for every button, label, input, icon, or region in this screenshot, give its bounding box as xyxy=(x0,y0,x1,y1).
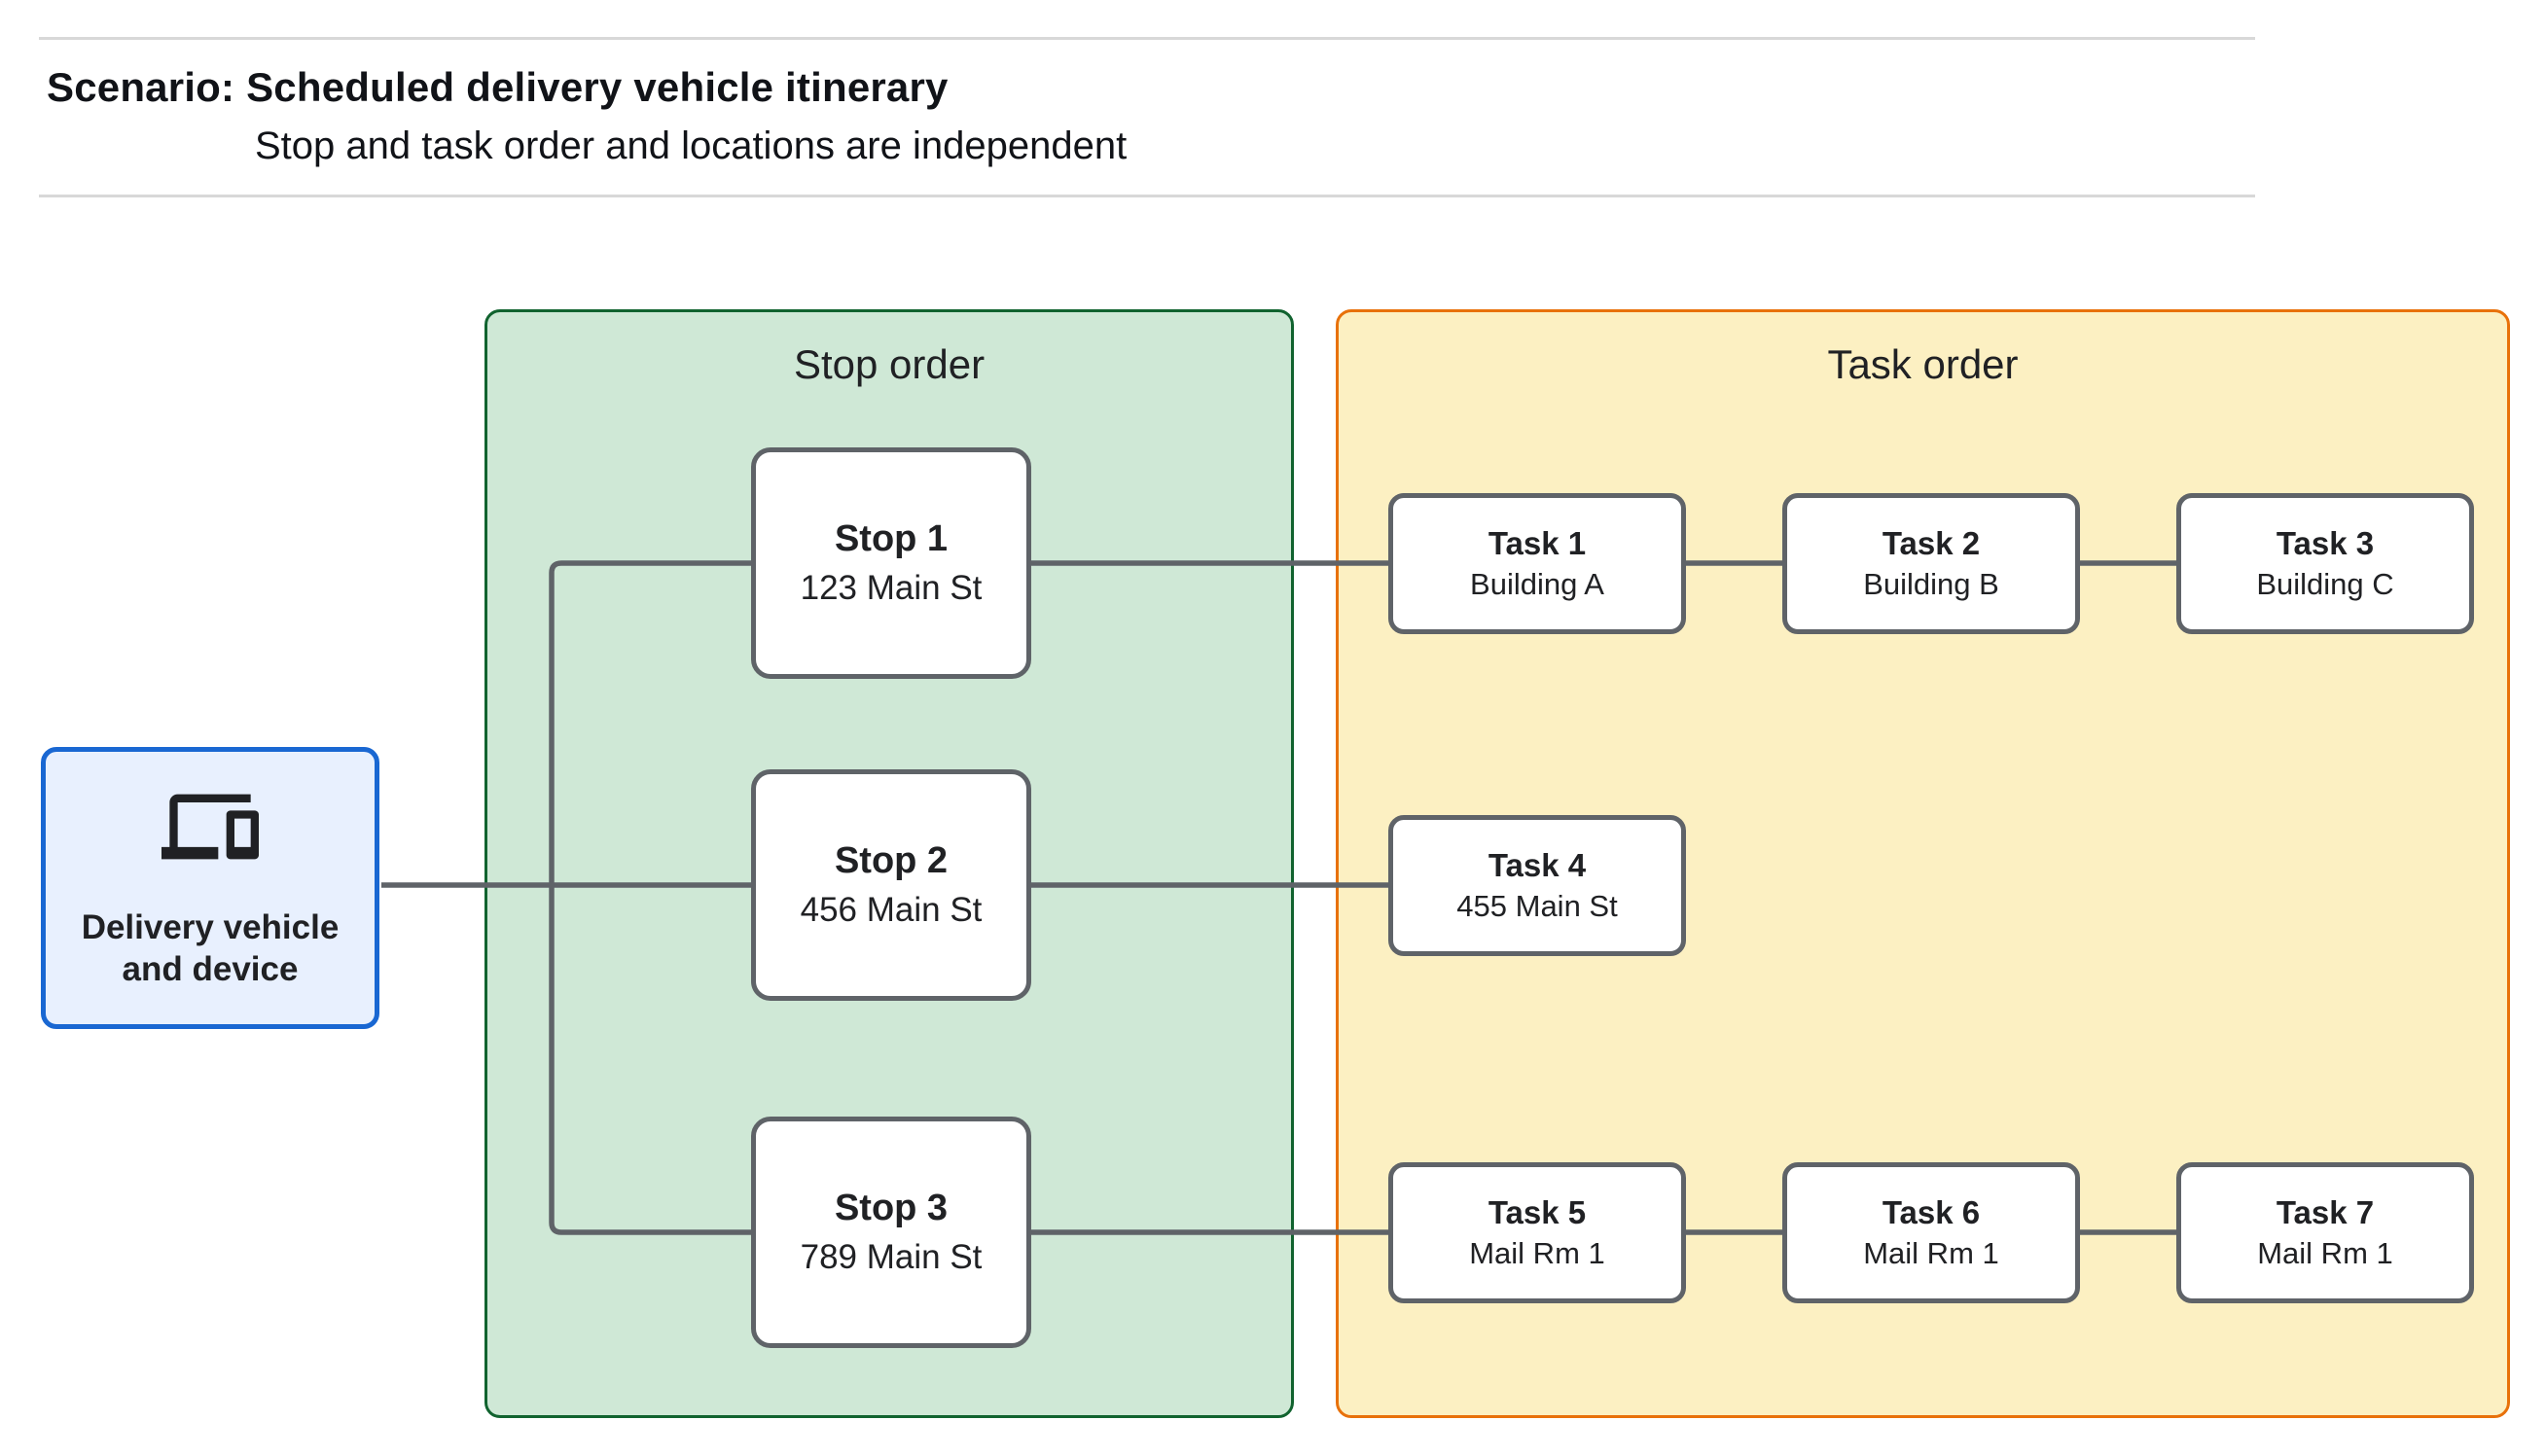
task-1-node: Task 1 Building A xyxy=(1388,493,1686,634)
devices-icon xyxy=(161,773,259,880)
stop-3-node: Stop 3 789 Main St xyxy=(751,1117,1031,1348)
delivery-vehicle-node: Delivery vehicle and device xyxy=(41,747,379,1029)
header-divider-bottom xyxy=(39,195,2255,197)
page-title: Scenario: Scheduled delivery vehicle iti… xyxy=(47,64,949,110)
delivery-vehicle-label: Delivery vehicle and device xyxy=(81,908,340,988)
task-5-node: Task 5 Mail Rm 1 xyxy=(1388,1162,1686,1303)
task-2-name: Task 2 xyxy=(1882,524,1981,561)
task-3-name: Task 3 xyxy=(2276,524,2375,561)
task-1-location: Building A xyxy=(1470,566,1604,601)
task-6-location: Mail Rm 1 xyxy=(1863,1235,1999,1270)
stop-2-location: 456 Main St xyxy=(800,891,983,929)
task-3-node: Task 3 Building C xyxy=(2176,493,2474,634)
task-2-location: Building B xyxy=(1863,566,1999,601)
stop-2-name: Stop 2 xyxy=(834,839,949,881)
stop-2-node: Stop 2 456 Main St xyxy=(751,769,1031,1001)
stop-1-name: Stop 1 xyxy=(834,517,949,559)
stop-1-location: 123 Main St xyxy=(800,569,983,607)
stop-3-location: 789 Main St xyxy=(800,1238,983,1276)
header-divider-top xyxy=(39,37,2255,40)
task-4-name: Task 4 xyxy=(1488,846,1587,883)
task-1-name: Task 1 xyxy=(1488,524,1587,561)
page-subtitle: Stop and task order and locations are in… xyxy=(255,124,1128,167)
task-4-node: Task 4 455 Main St xyxy=(1388,815,1686,956)
task-6-node: Task 6 Mail Rm 1 xyxy=(1782,1162,2080,1303)
task-5-name: Task 5 xyxy=(1488,1193,1587,1230)
task-7-name: Task 7 xyxy=(2276,1193,2375,1230)
stop-order-panel-title: Stop order xyxy=(793,341,986,387)
task-order-panel-title: Task order xyxy=(1827,341,2019,387)
task-5-location: Mail Rm 1 xyxy=(1469,1235,1605,1270)
task-7-node: Task 7 Mail Rm 1 xyxy=(2176,1162,2474,1303)
task-6-name: Task 6 xyxy=(1882,1193,1981,1230)
task-7-location: Mail Rm 1 xyxy=(2257,1235,2393,1270)
task-2-node: Task 2 Building B xyxy=(1782,493,2080,634)
stop-3-name: Stop 3 xyxy=(834,1187,949,1228)
task-4-location: 455 Main St xyxy=(1456,888,1618,923)
task-3-location: Building C xyxy=(2256,566,2394,601)
stop-1-node: Stop 1 123 Main St xyxy=(751,447,1031,679)
